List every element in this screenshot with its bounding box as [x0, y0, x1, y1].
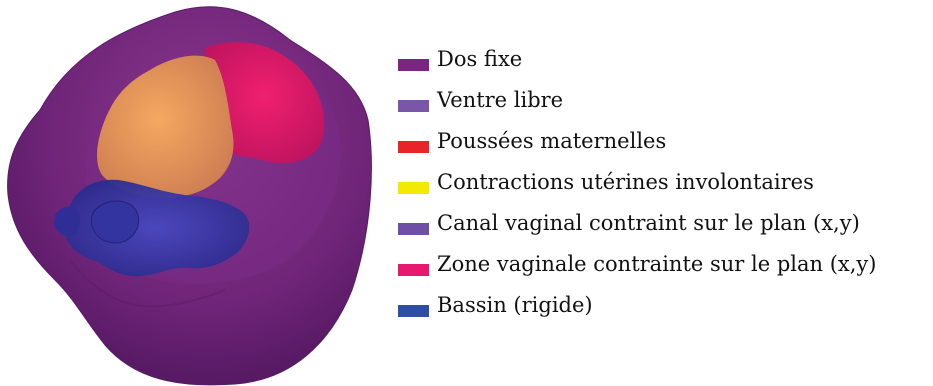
legend-item-zone-vaginale: Zone vaginale contrainte sur le plan (x,… [398, 243, 928, 284]
legend-item-contractions: Contractions utérines involontaires [398, 161, 928, 202]
legend: Dos fixe Ventre libre Poussées maternell… [398, 38, 928, 325]
legend-label: Ventre libre [437, 88, 563, 112]
legend-item-ventre-libre: Ventre libre [398, 79, 928, 120]
legend-label: Contractions utérines involontaires [437, 170, 814, 194]
legend-item-dos-fixe: Dos fixe [398, 38, 928, 79]
legend-swatch [398, 223, 429, 235]
legend-swatch [398, 141, 429, 153]
legend-item-bassin: Bassin (rigide) [398, 284, 928, 325]
legend-item-poussees-maternelles: Poussées maternelles [398, 120, 928, 161]
legend-label: Canal vaginal contraint sur le plan (x,y… [437, 211, 860, 235]
legend-swatch [398, 59, 429, 71]
pelvis-ring [91, 201, 138, 243]
legend-label: Bassin (rigide) [437, 293, 593, 317]
legend-item-canal-vaginal: Canal vaginal contraint sur le plan (x,y… [398, 202, 928, 243]
legend-label: Dos fixe [437, 47, 522, 71]
legend-swatch [398, 182, 429, 194]
legend-label: Poussées maternelles [437, 129, 666, 153]
legend-swatch [398, 305, 429, 317]
legend-swatch [398, 100, 429, 112]
legend-swatch [398, 264, 429, 276]
legend-label: Zone vaginale contrainte sur le plan (x,… [437, 252, 876, 276]
uterus-model-render [0, 0, 380, 386]
